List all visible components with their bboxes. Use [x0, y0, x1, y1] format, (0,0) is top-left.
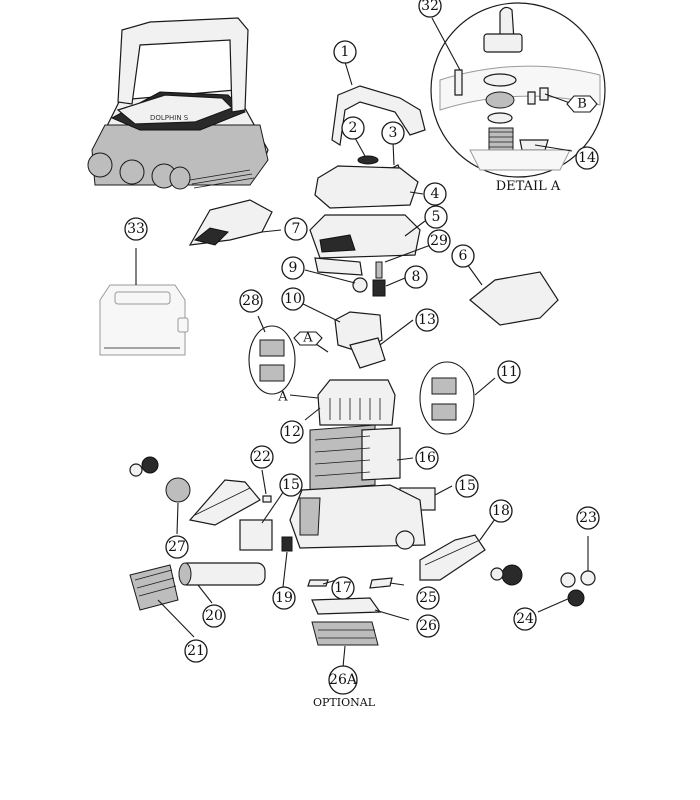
svg-text:25: 25: [419, 590, 437, 606]
svg-text:28: 28: [242, 293, 260, 309]
callout-9: 9: [281, 256, 305, 280]
letter-markers: A A B: [277, 95, 598, 405]
callout-7: 7: [284, 217, 308, 241]
svg-text:23: 23: [579, 510, 597, 526]
callout-32: 32: [418, 0, 442, 18]
b-badge-letter: B: [577, 97, 587, 112]
svg-text:26: 26: [419, 618, 437, 634]
callout-15-left: 15: [279, 473, 303, 497]
callout-15-right: 15: [455, 474, 479, 498]
callout-markers: 1 2 3 4 5 6 7 8 9 10 11 12 13 14 15 15 1…: [124, 0, 600, 695]
svg-text:19: 19: [275, 590, 293, 606]
detail-a-caption: DETAIL A: [496, 179, 561, 194]
a-reference-letter: A: [277, 390, 288, 405]
svg-text:12: 12: [283, 424, 301, 440]
callout-6: 6: [451, 244, 475, 268]
callout-28: 28: [239, 289, 263, 313]
callout-22: 22: [250, 445, 274, 469]
svg-text:26A: 26A: [329, 672, 358, 688]
callout-25: 25: [416, 586, 440, 610]
svg-text:7: 7: [292, 221, 301, 237]
detail-a-inset: [430, 2, 606, 178]
svg-text:1: 1: [341, 44, 350, 60]
callout-2: 2: [341, 116, 365, 140]
callout-20: 20: [202, 604, 226, 628]
svg-text:18: 18: [492, 503, 510, 519]
callout-27: 27: [165, 535, 189, 559]
svg-text:13: 13: [418, 312, 436, 328]
callout-26a: 26A: [328, 665, 358, 695]
exploded-parts: [129, 85, 596, 646]
svg-text:24: 24: [516, 611, 534, 627]
svg-text:2: 2: [349, 120, 358, 136]
callout-29: 29: [427, 229, 451, 253]
callout-19: 19: [272, 586, 296, 610]
callout-12: 12: [280, 420, 304, 444]
callout-8: 8: [404, 265, 428, 289]
svg-text:14: 14: [578, 150, 596, 166]
callout-18: 18: [489, 499, 513, 523]
svg-text:15: 15: [282, 477, 300, 493]
callout-17: 17: [331, 576, 355, 600]
callout-10: 10: [281, 287, 305, 311]
callout-4: 4: [423, 182, 447, 206]
callout-14: 14: [575, 146, 599, 170]
svg-text:4: 4: [431, 186, 440, 202]
callout-33: 33: [124, 217, 148, 241]
b-hexagon-badge: [566, 95, 598, 113]
svg-text:29: 29: [430, 233, 448, 249]
callout-1: 1: [333, 40, 357, 64]
callout-26: 26: [416, 614, 440, 638]
callout-23: 23: [576, 506, 600, 530]
callout-21: 21: [184, 639, 208, 663]
svg-text:20: 20: [205, 608, 223, 624]
callout-3: 3: [381, 121, 405, 145]
callout-5: 5: [424, 205, 448, 229]
svg-text:8: 8: [412, 269, 421, 285]
svg-text:5: 5: [432, 209, 441, 225]
svg-text:11: 11: [500, 364, 518, 380]
svg-text:21: 21: [187, 643, 205, 659]
svg-text:6: 6: [459, 248, 468, 264]
a-hexagon-badge: [293, 331, 323, 346]
svg-text:15: 15: [458, 478, 476, 494]
a-badge-letter: A: [302, 331, 313, 346]
product-label: DOLPHIN S: [150, 114, 189, 122]
assembled-robot-illustration: DOLPHIN S: [87, 17, 269, 190]
power-supply-illustration: [99, 284, 189, 356]
svg-text:3: 3: [389, 125, 398, 141]
callout-24: 24: [513, 607, 537, 631]
svg-text:9: 9: [289, 260, 298, 276]
callout-11: 11: [497, 360, 521, 384]
svg-text:33: 33: [127, 221, 145, 237]
callout-16: 16: [415, 446, 439, 470]
svg-text:16: 16: [418, 450, 436, 466]
svg-text:32: 32: [421, 0, 439, 14]
optional-caption: OPTIONAL: [313, 696, 376, 709]
svg-text:22: 22: [253, 449, 271, 465]
svg-text:17: 17: [334, 580, 352, 596]
callout-13: 13: [415, 308, 439, 332]
svg-text:10: 10: [284, 291, 302, 307]
svg-text:27: 27: [168, 539, 186, 555]
